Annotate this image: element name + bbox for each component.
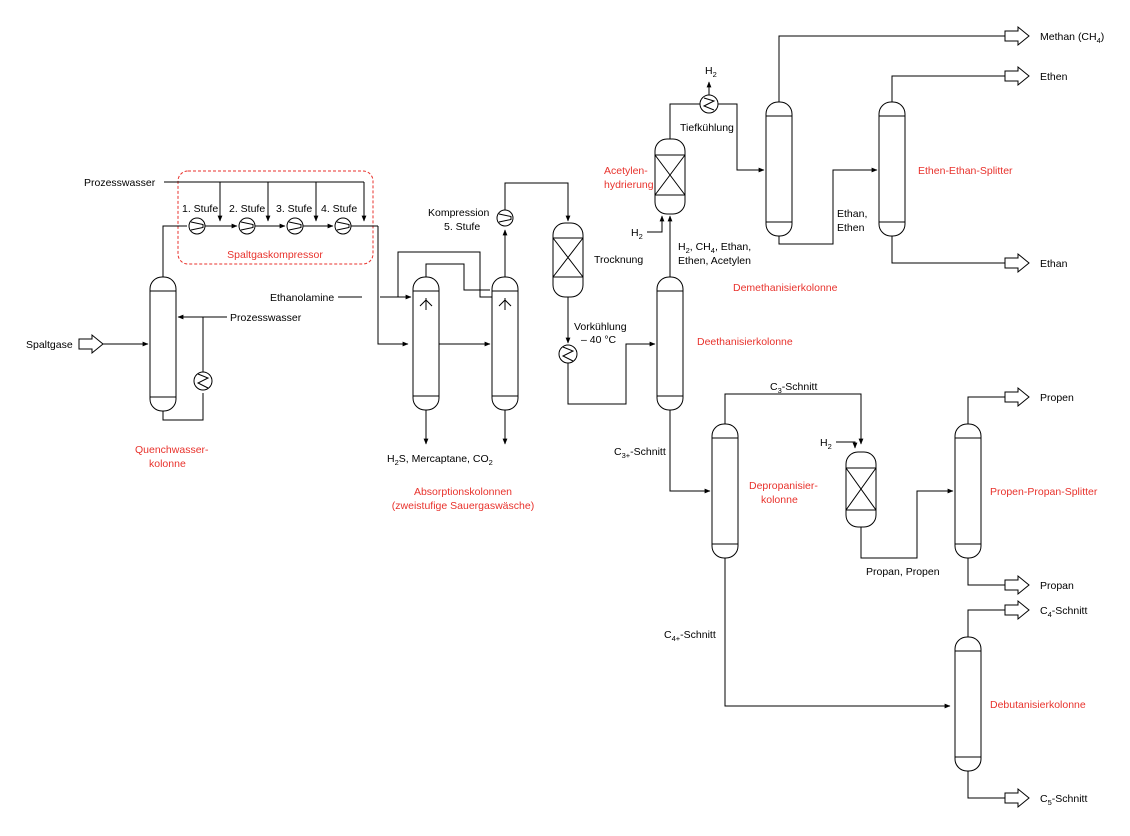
label-stufe-4: 4. Stufe bbox=[321, 203, 357, 215]
label-sauergas: H2S, Mercaptane, CO2 bbox=[387, 453, 493, 467]
label-deethanisier: Deethanisierkolonne bbox=[697, 336, 793, 348]
label-c4: C4-Schnitt bbox=[1040, 605, 1087, 619]
label-c4plus: C4+-Schnitt bbox=[664, 629, 716, 643]
label-depropanisier-line2: kolonne bbox=[761, 494, 798, 506]
dryer-vessel bbox=[552, 222, 584, 298]
compressor-stage-3-icon bbox=[286, 217, 304, 235]
label-propen: Propen bbox=[1040, 392, 1074, 404]
label-prozesswasser-top: Prozesswasser bbox=[84, 177, 156, 189]
label-ethen: Ethen bbox=[1040, 71, 1068, 83]
label-acetylen-line2: hydrierung bbox=[604, 179, 654, 191]
label-vorkuehlung-line1: Vorkühlung bbox=[574, 321, 627, 333]
compressor-stage-2-icon bbox=[238, 217, 256, 235]
c5-outlet-arrow bbox=[1004, 787, 1030, 809]
label-ethanolamine: Ethanolamine bbox=[270, 292, 334, 304]
methan-outlet-arrow bbox=[1004, 25, 1030, 47]
label-h2-propen: H2 bbox=[820, 437, 832, 451]
label-quench-line2: kolonne bbox=[149, 458, 186, 470]
label-acetylen-line1: Acetylen- bbox=[604, 165, 648, 177]
absorption-column-2 bbox=[491, 276, 519, 411]
label-h2-top: H2 bbox=[705, 65, 717, 79]
compressor-frame bbox=[177, 170, 374, 265]
label-debutanisier: Debutanisierkolonne bbox=[990, 699, 1086, 711]
label-propen-propan-splitter: Propen-Propan-Splitter bbox=[990, 486, 1098, 498]
label-stufe-1: 1. Stufe bbox=[182, 203, 218, 215]
label-quench-line1: Quenchwasser- bbox=[135, 444, 209, 456]
absorption-column-1 bbox=[412, 276, 440, 411]
label-ethan: Ethan bbox=[1040, 258, 1068, 270]
label-spaltgase: Spaltgase bbox=[26, 339, 73, 351]
label-ethen-ethan-splitter: Ethen-Ethan-Splitter bbox=[918, 165, 1013, 177]
propen-outlet-arrow bbox=[1004, 386, 1030, 408]
propene-propane-splitter bbox=[954, 423, 982, 559]
label-demethanisier: Demethanisierkolonne bbox=[733, 282, 838, 294]
label-stufe-3: 3. Stufe bbox=[276, 203, 312, 215]
ethen-outlet-arrow bbox=[1004, 65, 1030, 87]
compressor-stage-5-icon bbox=[496, 209, 514, 227]
label-kompression-line2: 5. Stufe bbox=[444, 221, 480, 233]
deethanizer-column bbox=[656, 276, 684, 411]
ethene-ethane-splitter bbox=[878, 101, 906, 237]
c4-outlet-arrow bbox=[1004, 599, 1030, 621]
label-spaltgaskompressor: Spaltgaskompressor bbox=[227, 249, 323, 261]
depropanizer-column bbox=[711, 423, 739, 559]
label-trocknung: Trocknung bbox=[594, 254, 643, 266]
label-kompression-line1: Kompression bbox=[428, 207, 489, 219]
acetylene-reactor bbox=[654, 138, 686, 215]
label-vorkuehlung-line2: – 40 °C bbox=[581, 334, 617, 346]
label-tiefkuehlung: Tiefkühlung bbox=[680, 122, 734, 134]
quench-column bbox=[149, 276, 177, 412]
label-ethan-ethen-line2: Ethen bbox=[837, 222, 865, 234]
label-propan-propen: Propan, Propen bbox=[866, 566, 940, 578]
label-ethan-ethen-line1: Ethan, bbox=[837, 208, 867, 220]
propan-outlet-arrow bbox=[1004, 574, 1030, 596]
label-absorption-line2: (zweistufige Sauergaswäsche) bbox=[392, 500, 534, 512]
label-c5: C5-Schnitt bbox=[1040, 793, 1087, 807]
label-c3: C3-Schnitt bbox=[770, 381, 817, 395]
label-absorption-line1: Absorptionskolonnen bbox=[414, 486, 512, 498]
label-depropanisier-line1: Depropanisier- bbox=[749, 480, 818, 492]
label-propan: Propan bbox=[1040, 580, 1074, 592]
ethan-outlet-arrow bbox=[1004, 252, 1030, 274]
label-methan: Methan (CH4) bbox=[1040, 31, 1104, 45]
label-stufe-2: 2. Stufe bbox=[229, 203, 265, 215]
compressor-stage-1-icon bbox=[188, 217, 206, 235]
debutanizer-column bbox=[954, 636, 982, 772]
label-c3plus: C3+-Schnitt bbox=[614, 446, 666, 460]
label-h2-acetylen: H2 bbox=[631, 227, 643, 241]
label-deeth-overhead-line2: Ethen, Acetylen bbox=[678, 255, 751, 267]
label-prozesswasser-quench: Prozesswasser bbox=[230, 312, 302, 324]
spaltgase-inlet-arrow bbox=[78, 333, 104, 355]
demethanizer-column bbox=[765, 101, 793, 237]
compressor-stage-4-icon bbox=[334, 217, 352, 235]
label-deeth-overhead-line1: H2, CH4, Ethan, bbox=[678, 241, 751, 255]
